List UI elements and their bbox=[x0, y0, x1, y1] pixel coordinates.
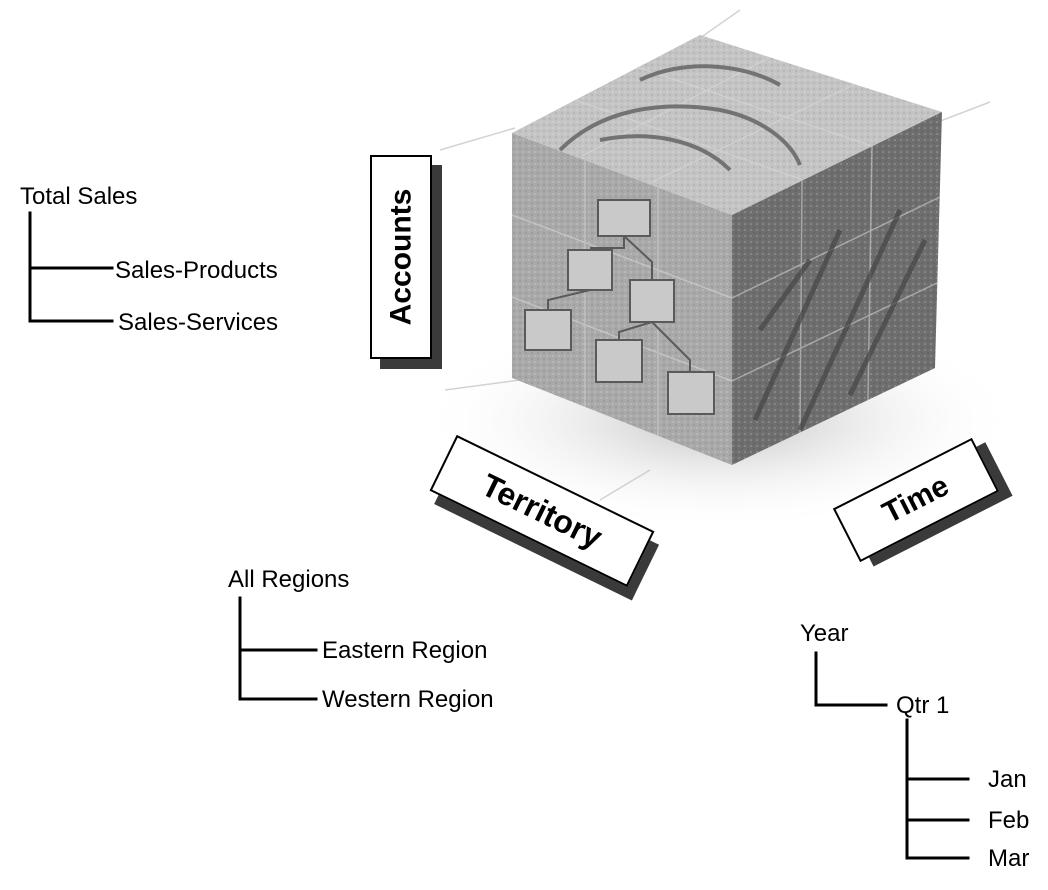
time-root-label: Year bbox=[800, 620, 849, 647]
accounts-child-label: Sales-Products bbox=[115, 257, 278, 284]
time-month-label: Mar bbox=[988, 845, 1030, 872]
territory-connector-western bbox=[238, 648, 318, 701]
right-face-streaks bbox=[752, 208, 928, 432]
front-face-flowchart bbox=[524, 199, 715, 415]
accounts-connector-products bbox=[28, 211, 114, 270]
accounts-dimension-text: Accounts bbox=[384, 188, 417, 326]
cube-top-face-texture bbox=[512, 35, 942, 215]
territory-root-label: All Regions bbox=[228, 566, 350, 593]
accounts-dimension-label: Accounts bbox=[370, 155, 432, 359]
cube-right-face-texture bbox=[732, 112, 942, 465]
time-connector-jan bbox=[905, 718, 970, 781]
accounts-child-label: Sales-Services bbox=[118, 309, 279, 336]
time-connector-mar bbox=[905, 818, 970, 860]
time-month-label: Feb bbox=[988, 807, 1030, 834]
accounts-root-label: Total Sales bbox=[20, 183, 138, 210]
territory-child-label: Western Region bbox=[322, 686, 494, 713]
time-quarter-label: Qtr 1 bbox=[896, 692, 950, 719]
cube-guide-lines bbox=[439, 9, 991, 501]
time-connector-qtr bbox=[814, 651, 888, 707]
top-face-map bbox=[558, 64, 802, 172]
time-month-label: Jan bbox=[988, 766, 1027, 793]
territory-connector-eastern bbox=[238, 596, 318, 652]
time-connector-feb bbox=[905, 777, 970, 822]
accounts-connector-services bbox=[28, 266, 114, 323]
territory-child-label: Eastern Region bbox=[322, 637, 488, 664]
